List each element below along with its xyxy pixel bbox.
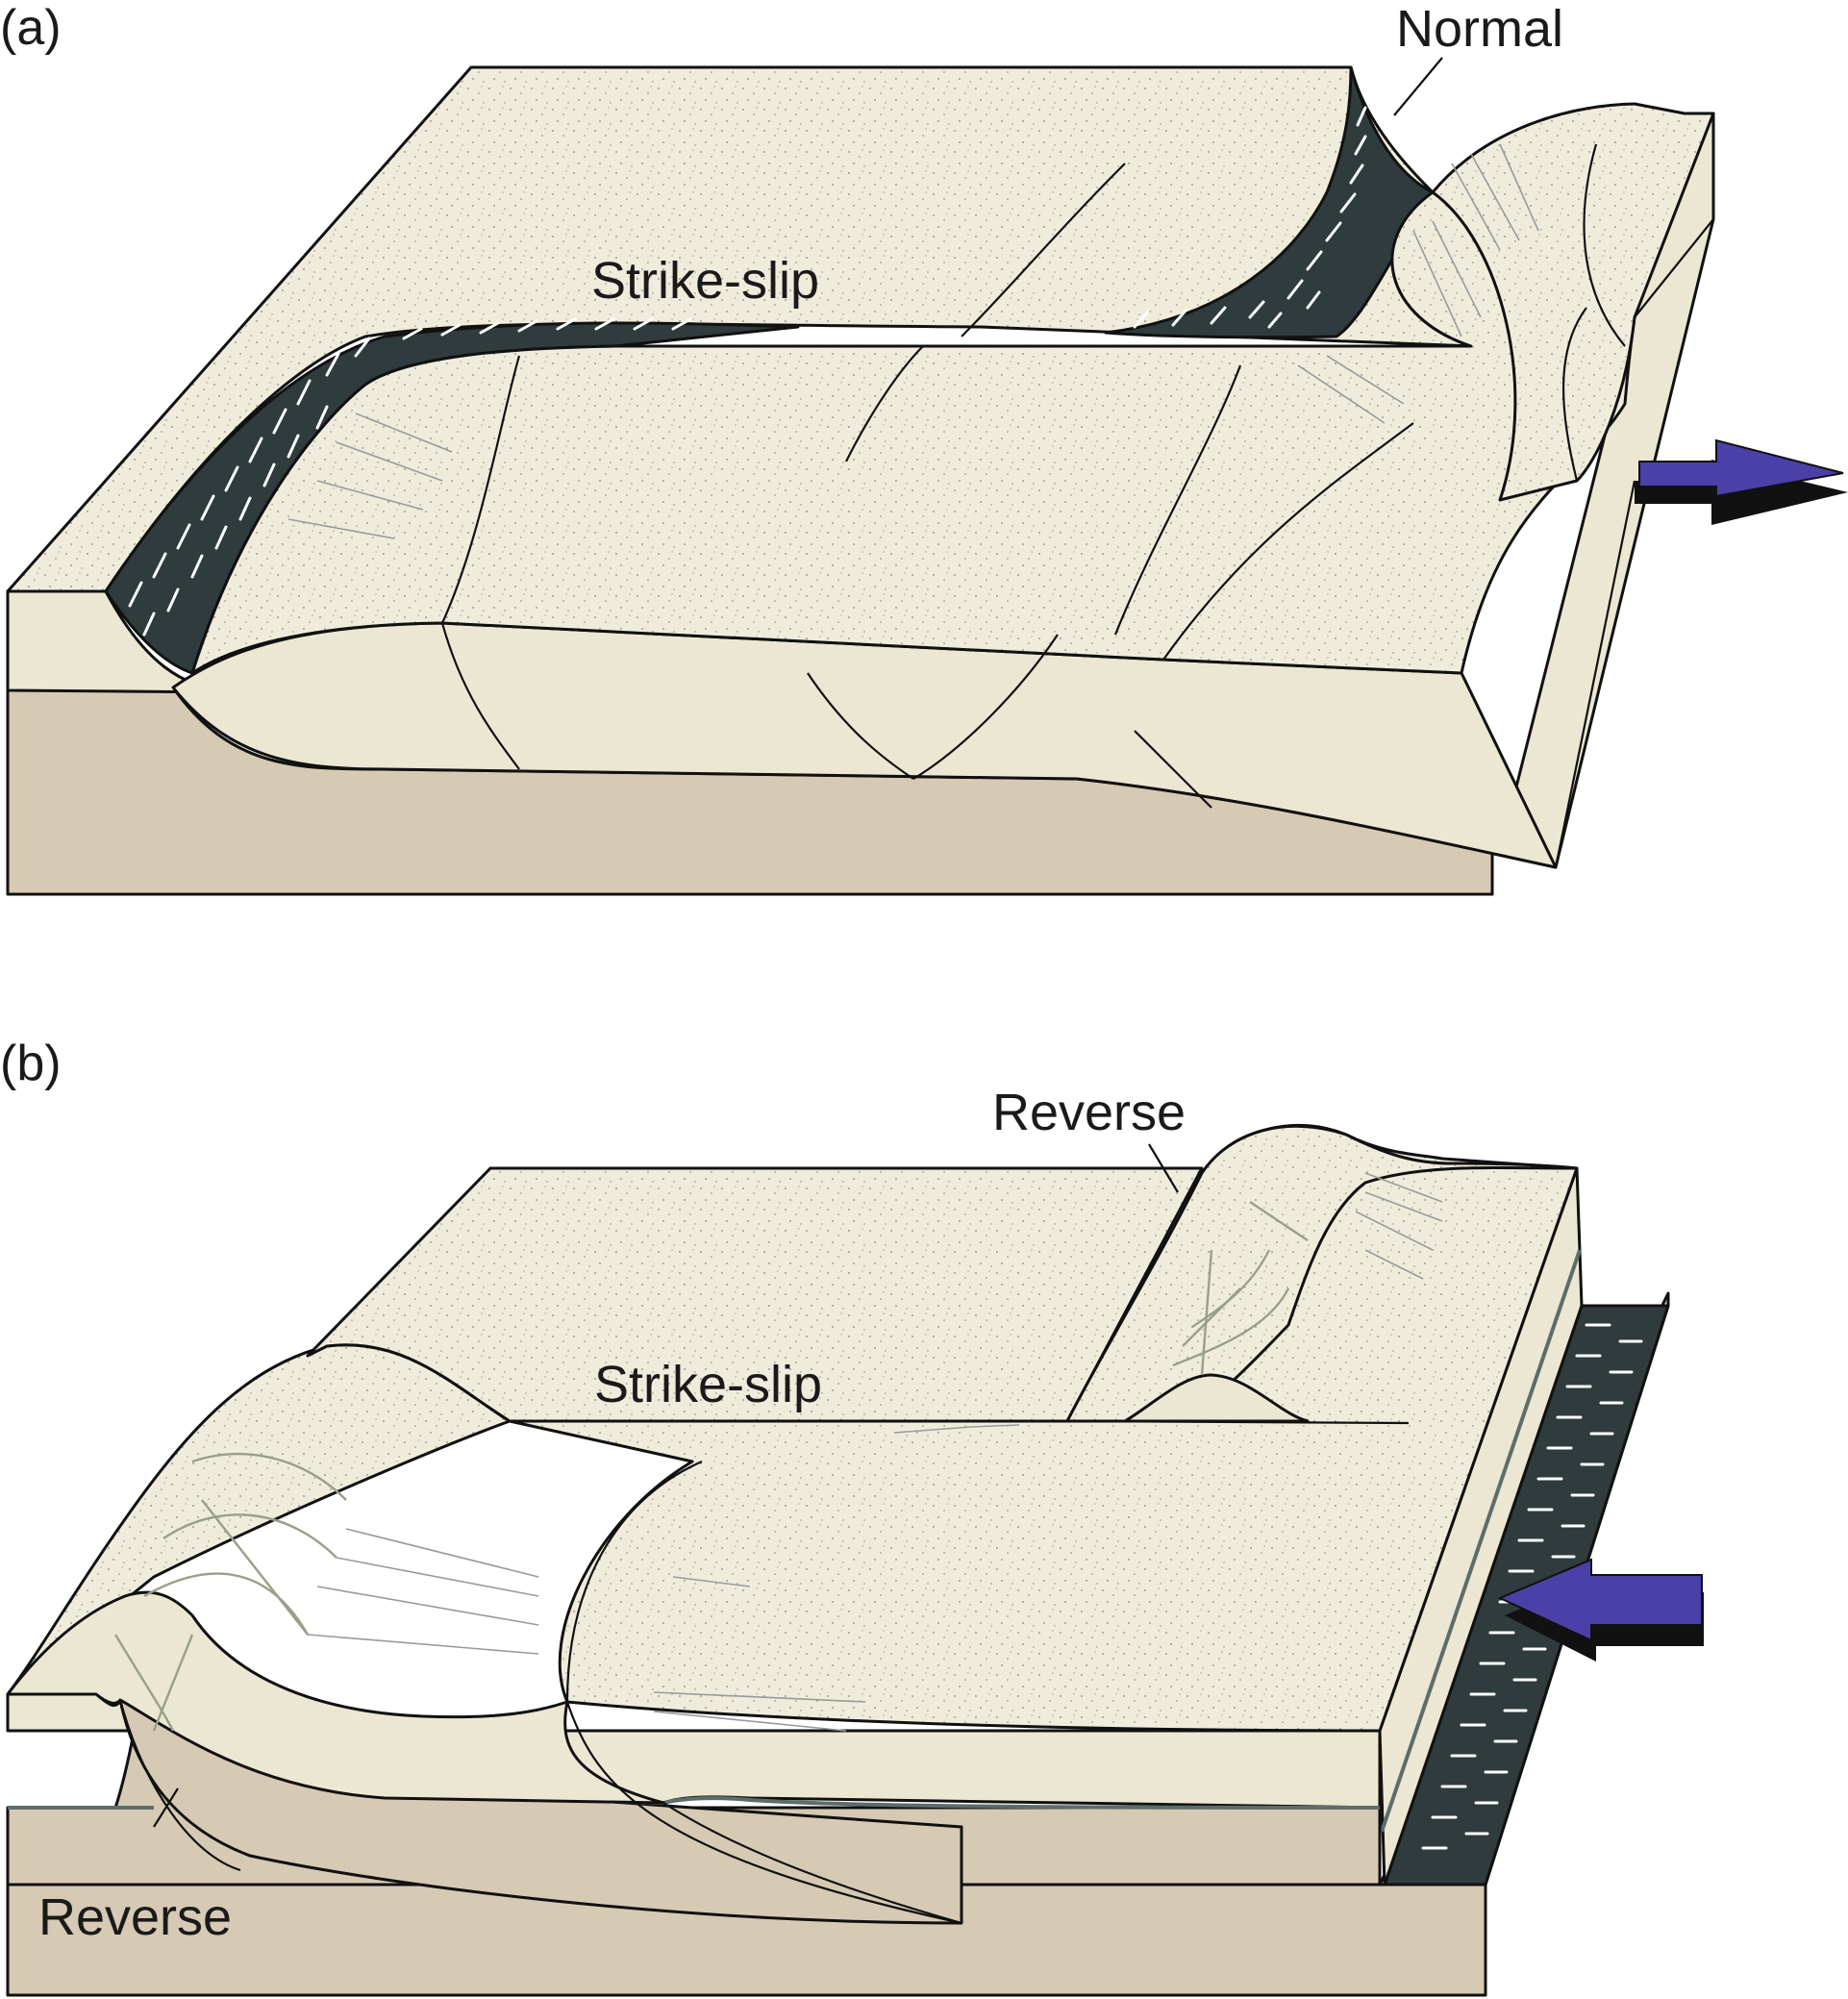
panel-b-strike-slip-label: Strike-slip xyxy=(594,1356,822,1413)
panel-a-label: (a) xyxy=(0,0,62,56)
panel-b-label: (b) xyxy=(0,1036,62,1091)
panel-a-strike-slip-label: Strike-slip xyxy=(591,252,819,310)
normal-fault-label: Normal xyxy=(1396,0,1563,58)
reverse-top-label: Reverse xyxy=(992,1084,1186,1141)
panel-a: (a) Normal Strike-slip xyxy=(0,0,1848,894)
reverse-bottom-label: Reverse xyxy=(38,1888,232,1946)
normal-leader xyxy=(1394,58,1442,115)
extension-arrow xyxy=(1635,440,1848,525)
panel-b: (b) Reverse Strike-slip Reverse xyxy=(0,1036,1704,1995)
